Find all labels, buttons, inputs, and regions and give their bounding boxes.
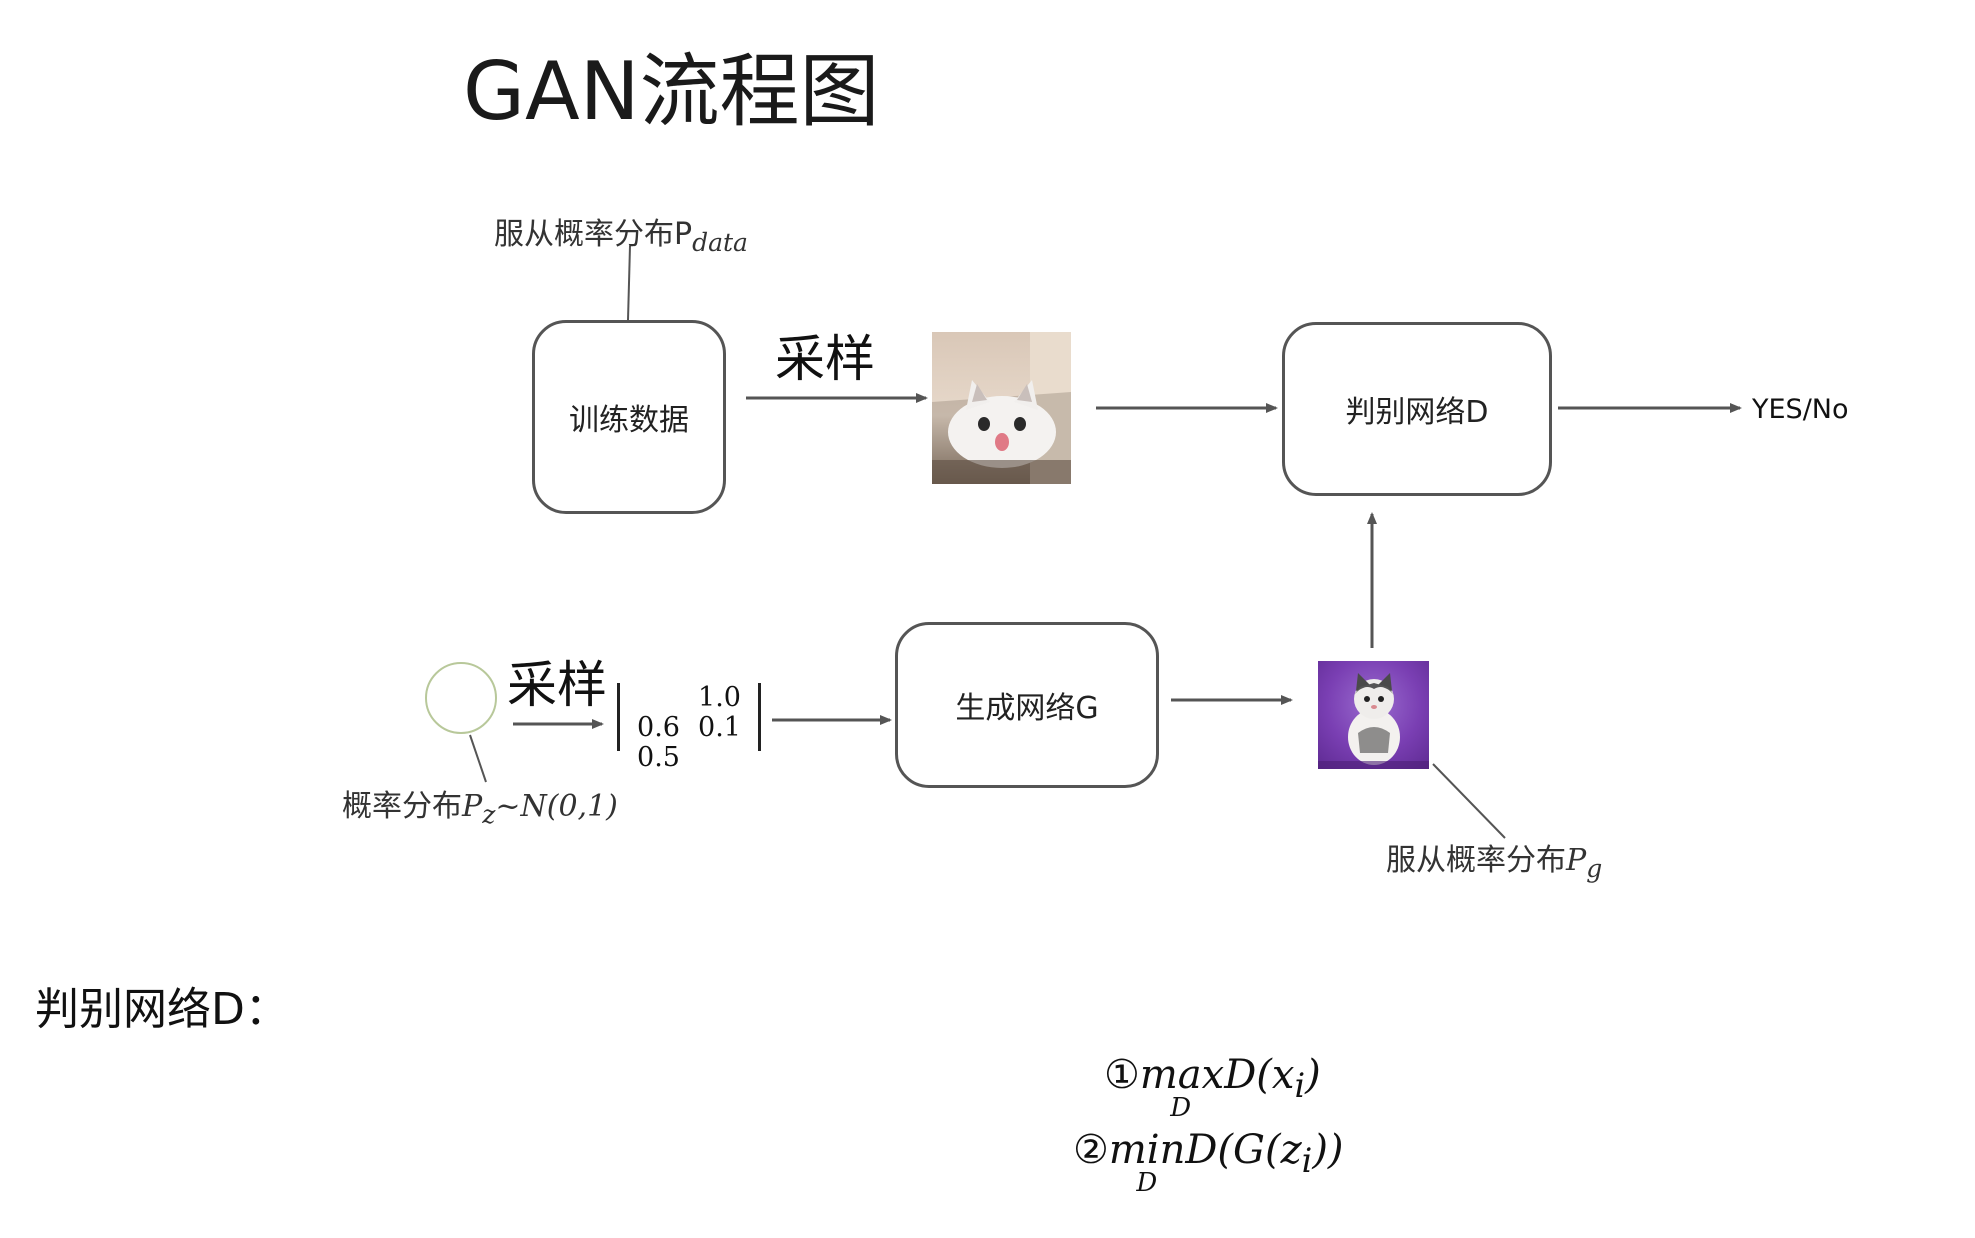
generated-cat-image [1318,661,1429,769]
formula-1-number: ① [1104,1052,1140,1098]
sample-label-top: 采样 [775,330,875,388]
pz-symbol: P [462,789,483,824]
section-heading: 判别网络D： [35,984,289,1035]
noise-sample-matrix: 1.0 0.6 0.1 0.5 [617,682,761,773]
formula-2-op-text: min [1108,1127,1186,1173]
real-cat-image [932,332,1071,484]
matrix-cell: 0.5 [637,742,680,773]
pdata-prefix: 服从概率分布P [494,217,693,252]
leader-pg [1432,763,1506,839]
output-yes-no: YES/No [1752,394,1849,425]
pz-prefix: 概率分布 [342,789,462,824]
formula-1-expr: D(x [1224,1052,1295,1098]
pdata-annotation: 服从概率分布Pdata [494,217,748,257]
formula-2-number: ② [1073,1127,1109,1173]
formula-2-op-sub: D [1136,1168,1158,1198]
pg-symbol: P [1566,843,1587,878]
pz-annotation: 概率分布Pz~N(0,1) [342,789,618,829]
noise-distribution-circle [425,662,497,734]
leader-pz [469,734,487,783]
formula-2-close: )) [1312,1127,1344,1173]
pdata-subscript: data [692,228,748,257]
pg-subscript: g [1586,854,1603,883]
formula-1-op-sub: D [1170,1093,1192,1123]
pg-prefix: 服从概率分布 [1386,843,1566,878]
node-discriminator: 判别网络D [1282,322,1552,496]
formula-2-expr: D(G(z [1185,1127,1302,1173]
matrix-cell: 0.6 [637,712,680,743]
pz-distribution: ~N(0,1) [495,789,618,824]
leader-pdata [627,245,631,321]
diagram-title: GAN流程图 [463,45,880,138]
formula-1-sub: i [1294,1066,1306,1105]
formula-1-op-text: max [1139,1052,1225,1098]
pz-subscript: z [482,800,496,829]
pg-annotation: 服从概率分布Pg [1386,843,1603,883]
node-training-data: 训练数据 [532,320,726,514]
matrix-cell: 0.1 [698,712,741,743]
formula-2-sub: i [1301,1141,1313,1180]
matrix-cell: 1.0 [698,682,741,713]
node-generator: 生成网络G [895,622,1159,788]
formula-1-close: ) [1305,1052,1321,1098]
sample-label-bottom: 采样 [507,656,607,714]
